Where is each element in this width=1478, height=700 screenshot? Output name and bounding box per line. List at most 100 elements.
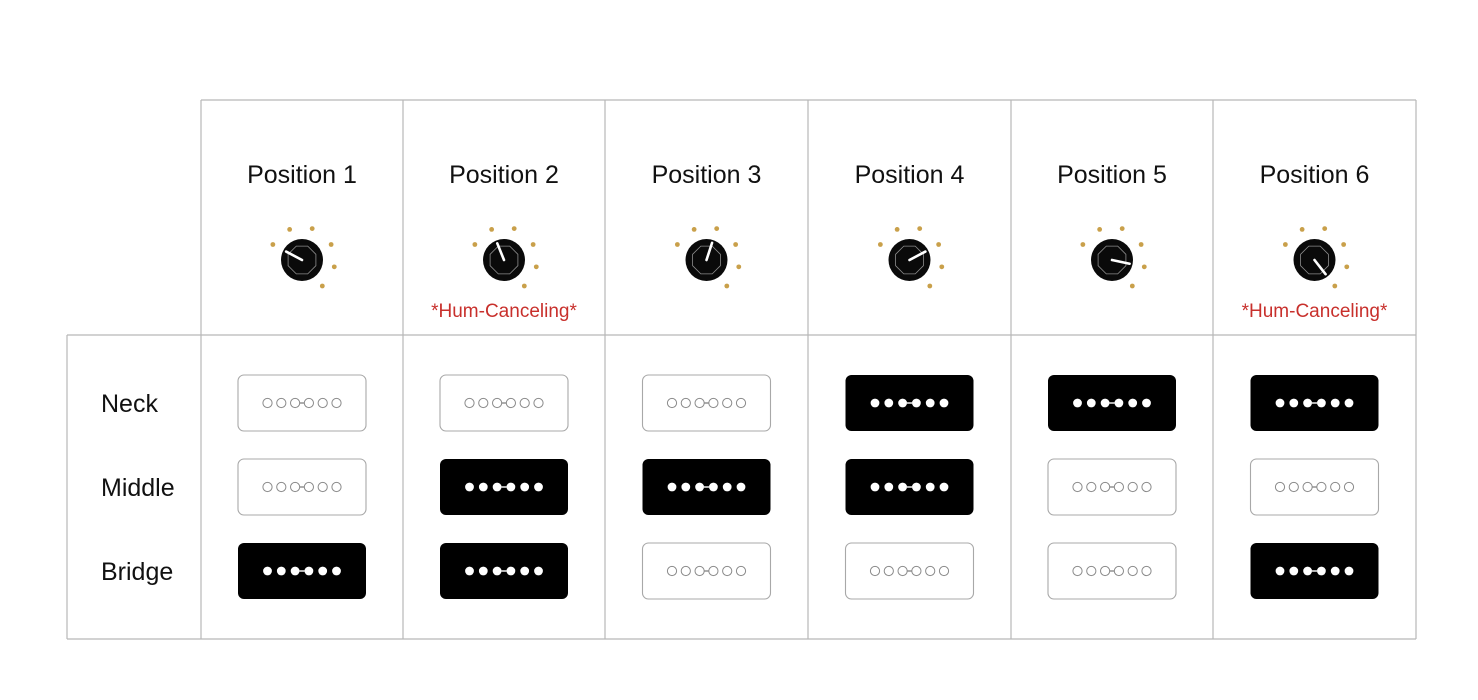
- position-title: Position 1: [247, 161, 357, 189]
- pole-piece: [1330, 398, 1340, 408]
- pole-piece: [869, 565, 881, 577]
- row-label-middle: Middle: [101, 474, 175, 502]
- pole-piece: [898, 398, 907, 408]
- pole-piece: [534, 566, 543, 576]
- pole-piece: [939, 482, 949, 492]
- pole-piece: [263, 566, 272, 576]
- pole-piece: [1073, 398, 1082, 408]
- pole-piece: [262, 397, 273, 409]
- knob-position-dot: [736, 264, 742, 270]
- pole-piece: [938, 565, 950, 577]
- knob-position-dot: [270, 242, 276, 247]
- knob-position-dot: [733, 242, 739, 247]
- pole-piece: [464, 397, 475, 409]
- knob-position-dot: [1141, 264, 1147, 270]
- pole-piece: [262, 481, 273, 493]
- pole-piece: [1127, 565, 1138, 577]
- pole-piece: [680, 565, 691, 577]
- knob-position-dot: [724, 283, 730, 289]
- pole-piece: [317, 481, 328, 493]
- position-title: Position 3: [652, 161, 762, 189]
- position-header-3: Position 3: [652, 161, 762, 289]
- pole-piece: [317, 397, 328, 409]
- knob-position-dot: [927, 283, 933, 289]
- pole-piece: [695, 482, 704, 492]
- pole-piece: [304, 566, 314, 576]
- knob-position-dot: [511, 226, 517, 232]
- knob-position-dot: [1332, 283, 1338, 289]
- pole-piece: [276, 481, 287, 493]
- pole-piece: [667, 482, 677, 492]
- knob-grip-outline: [692, 245, 721, 275]
- pole-piece: [1275, 566, 1285, 576]
- selector-knob-icon: [270, 226, 337, 289]
- position-title: Position 2: [449, 161, 559, 189]
- pole-piece: [1114, 398, 1124, 408]
- pickup-middle-active: [440, 459, 568, 515]
- pole-piece: [722, 482, 732, 492]
- position-title: Position 5: [1057, 161, 1167, 189]
- row-label-bridge: Bridge: [101, 558, 173, 586]
- knob-grip-outline: [895, 245, 924, 275]
- pole-piece: [1086, 398, 1096, 408]
- knob-pointer: [1110, 258, 1131, 266]
- knob-position-dot: [331, 264, 337, 270]
- knob-position-dot: [894, 227, 900, 232]
- pole-piece: [709, 482, 718, 492]
- pickup-bridge-inactive: [844, 542, 975, 600]
- pole-piece: [1317, 566, 1326, 576]
- knob-position-dot: [674, 242, 680, 247]
- pole-piece: [1288, 481, 1299, 493]
- pickup-middle-inactive: [1047, 458, 1177, 516]
- knob-position-dot: [1129, 283, 1135, 289]
- pole-piece: [1289, 398, 1299, 408]
- pole-piece: [506, 482, 516, 492]
- knob-position-dot: [1119, 226, 1125, 232]
- knob-position-dot: [533, 264, 539, 270]
- knob-pointer: [705, 241, 714, 262]
- pole-piece: [478, 566, 488, 576]
- pole-piece: [318, 566, 328, 576]
- knob-position-dot: [1282, 242, 1288, 247]
- knob-position-dot: [917, 226, 923, 232]
- knob-position-dot: [1080, 242, 1086, 247]
- pickup-bridge-active: [238, 543, 366, 599]
- pole-piece: [478, 482, 488, 492]
- grid-lines: [66, 99, 1417, 640]
- pole-piece: [465, 566, 474, 576]
- knob-grip-outline: [287, 245, 317, 275]
- pole-piece: [680, 397, 691, 409]
- selector-knob-icon: [877, 226, 945, 289]
- position-header-6: Position 6*Hum-Canceling*: [1242, 161, 1388, 322]
- pickup-bridge-inactive: [1047, 542, 1177, 600]
- knob-grip-outline: [1300, 245, 1329, 275]
- position-header-2: Position 2 *Hum-Canceling*: [431, 161, 577, 322]
- pole-piece: [1275, 398, 1285, 408]
- pole-piece: [1289, 566, 1299, 576]
- knob-position-dot: [1138, 242, 1144, 247]
- pole-piece: [534, 482, 543, 492]
- position-header-1: Position 1: [247, 161, 357, 289]
- pickup-middle-inactive: [1249, 458, 1380, 516]
- pickup-bridge-active: [1250, 543, 1379, 599]
- pole-piece: [1317, 398, 1326, 408]
- pole-piece: [492, 566, 502, 576]
- pole-piece: [939, 398, 949, 408]
- pole-piece: [1141, 481, 1152, 493]
- hum-canceling-note: *Hum-Canceling*: [431, 301, 577, 322]
- knob-position-dot: [1341, 242, 1347, 247]
- knob-position-dot: [714, 226, 720, 232]
- position-title: Position 4: [855, 161, 965, 189]
- knob-position-dot: [521, 283, 527, 289]
- knob-position-dot: [472, 242, 478, 247]
- knob-grip-outline: [489, 245, 519, 275]
- pole-piece: [465, 482, 474, 492]
- pole-piece: [276, 397, 287, 409]
- pole-piece: [870, 482, 880, 492]
- pickup-neck-active: [1048, 375, 1176, 431]
- pole-piece: [492, 482, 502, 492]
- pickup-middle-active: [642, 459, 771, 515]
- knob-grip-outline: [1097, 245, 1127, 275]
